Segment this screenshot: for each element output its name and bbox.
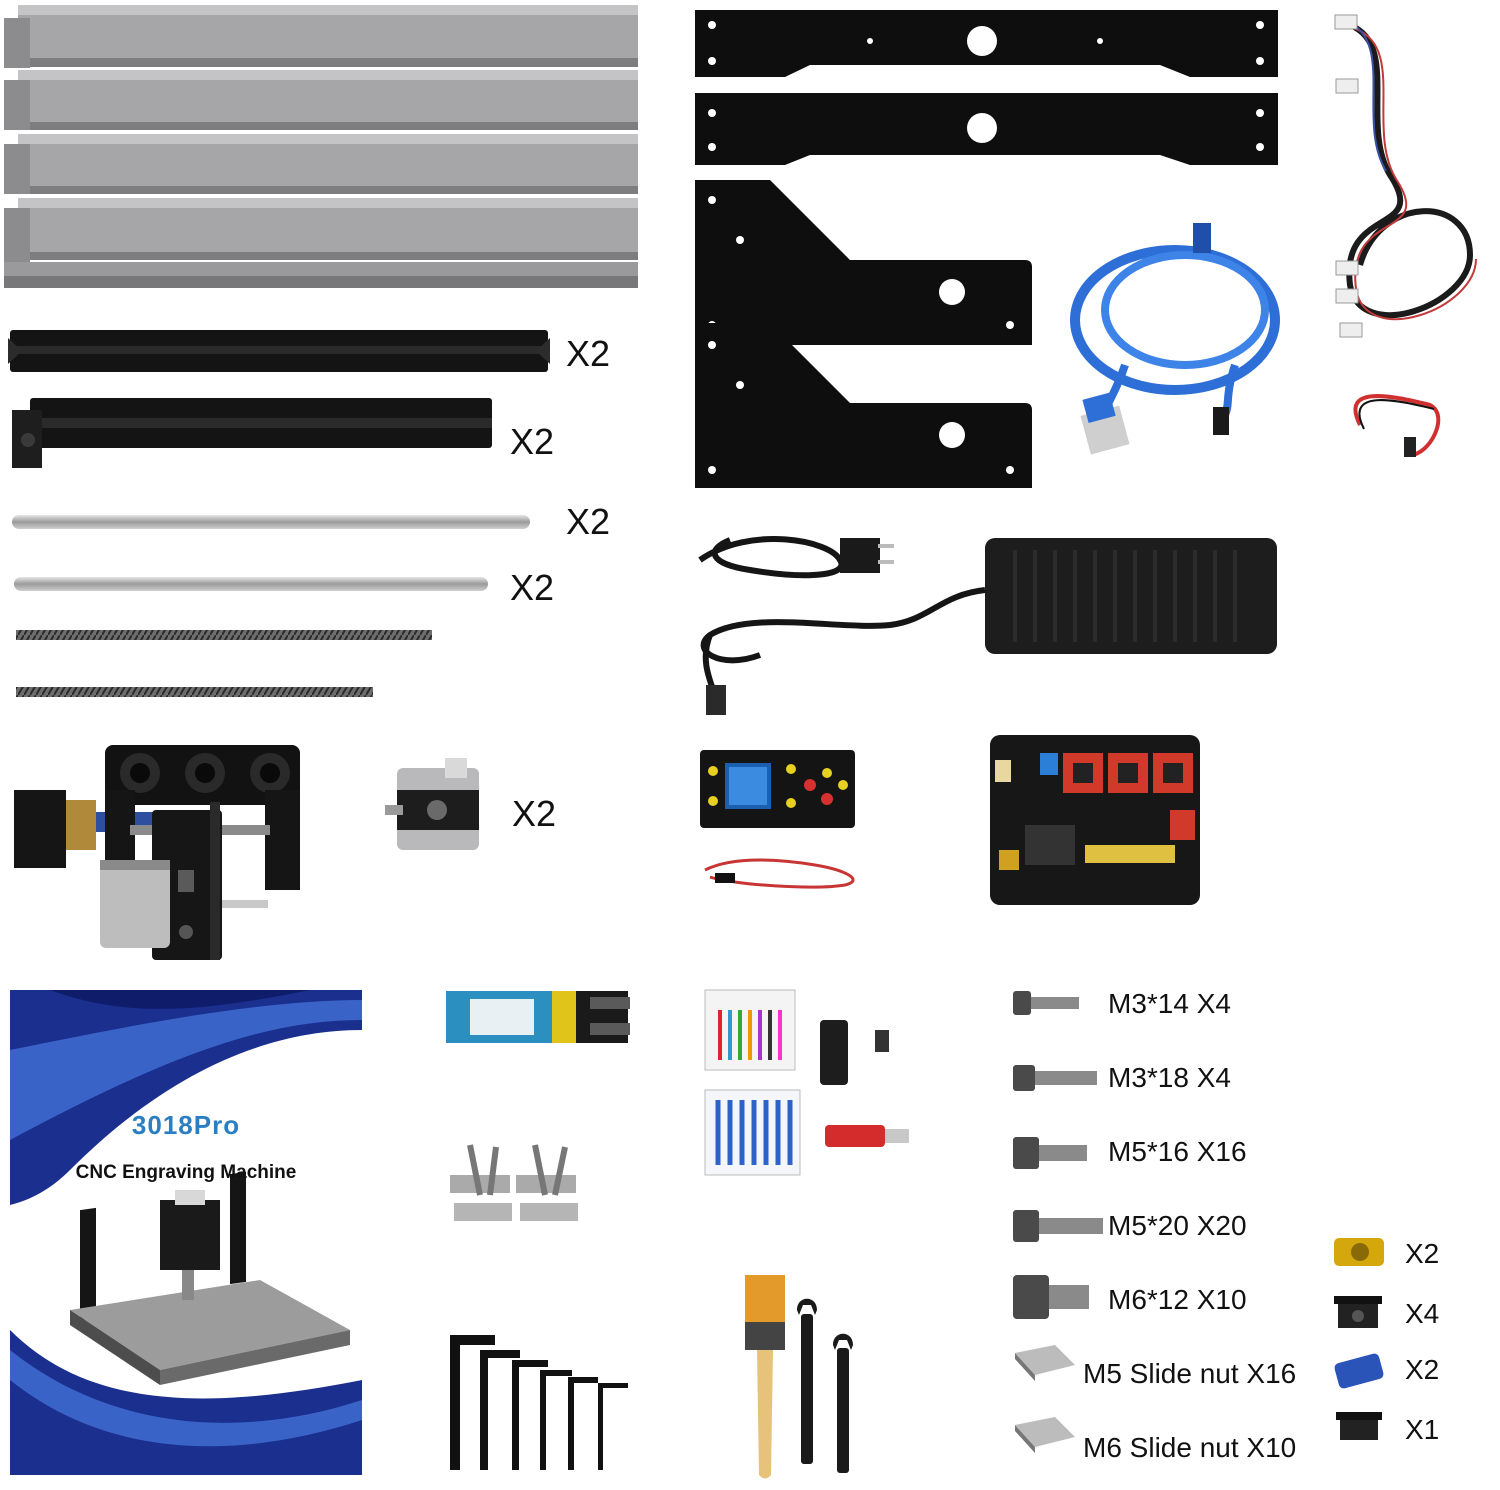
slide-nut-label-2: M6 Slide nut X10: [1083, 1432, 1297, 1463]
slide-nut-label-1: M5 Slide nut X16: [1083, 1358, 1297, 1389]
rods-and-screws: [12, 515, 530, 697]
small-parts: [1334, 1238, 1384, 1440]
screw-label-1: M3*14 X4: [1108, 988, 1231, 1019]
stepper-cables: [1334, 14, 1477, 457]
power-adapter: [698, 536, 1277, 715]
qty-stepper-motor: X2: [512, 793, 557, 834]
spindle-assembly: [14, 745, 300, 960]
qty-rod-short: X2: [510, 567, 555, 608]
small-part-qty-1: X2: [1405, 1238, 1440, 1269]
black-frame-plates: [695, 10, 1278, 488]
screws-and-nuts: [1013, 991, 1103, 1453]
manual-subtitle: CNC Engraving Machine: [75, 1162, 297, 1183]
screw-label-4: M5*20 X20: [1108, 1210, 1247, 1241]
small-part-qty-4: X1: [1405, 1414, 1440, 1445]
qty-black-profile-long: X2: [566, 333, 611, 374]
usb-cable: [1070, 223, 1280, 455]
qty-black-profile-short: X2: [510, 421, 555, 462]
manual-booklet: 3018Pro CNC Engraving Machine: [10, 990, 362, 1475]
qty-rod-long: X2: [566, 501, 611, 542]
laser-module: [446, 991, 630, 1043]
cnc-machine-illustration: [70, 1171, 350, 1385]
screw-label-3: M5*16 X16: [1108, 1136, 1247, 1167]
small-part-qty-2: X4: [1405, 1298, 1440, 1329]
engraving-bits: [704, 989, 909, 1176]
hex-keys: [450, 1335, 628, 1470]
t-bolts: [450, 1144, 578, 1221]
stepper-motor: [385, 758, 479, 850]
control-board: [990, 735, 1200, 905]
brush-and-wrenches: [745, 1275, 853, 1479]
manual-title: 3018Pro: [131, 1110, 241, 1140]
screw-label-2: M3*18 X4: [1108, 1062, 1231, 1093]
screw-label-5: M6*12 X10: [1108, 1284, 1247, 1315]
manual-cover-art: [10, 990, 362, 1475]
offline-controller: [700, 750, 855, 889]
small-part-qty-3: X2: [1405, 1354, 1440, 1385]
aluminum-profiles: [4, 5, 638, 288]
black-profiles: [8, 330, 550, 468]
